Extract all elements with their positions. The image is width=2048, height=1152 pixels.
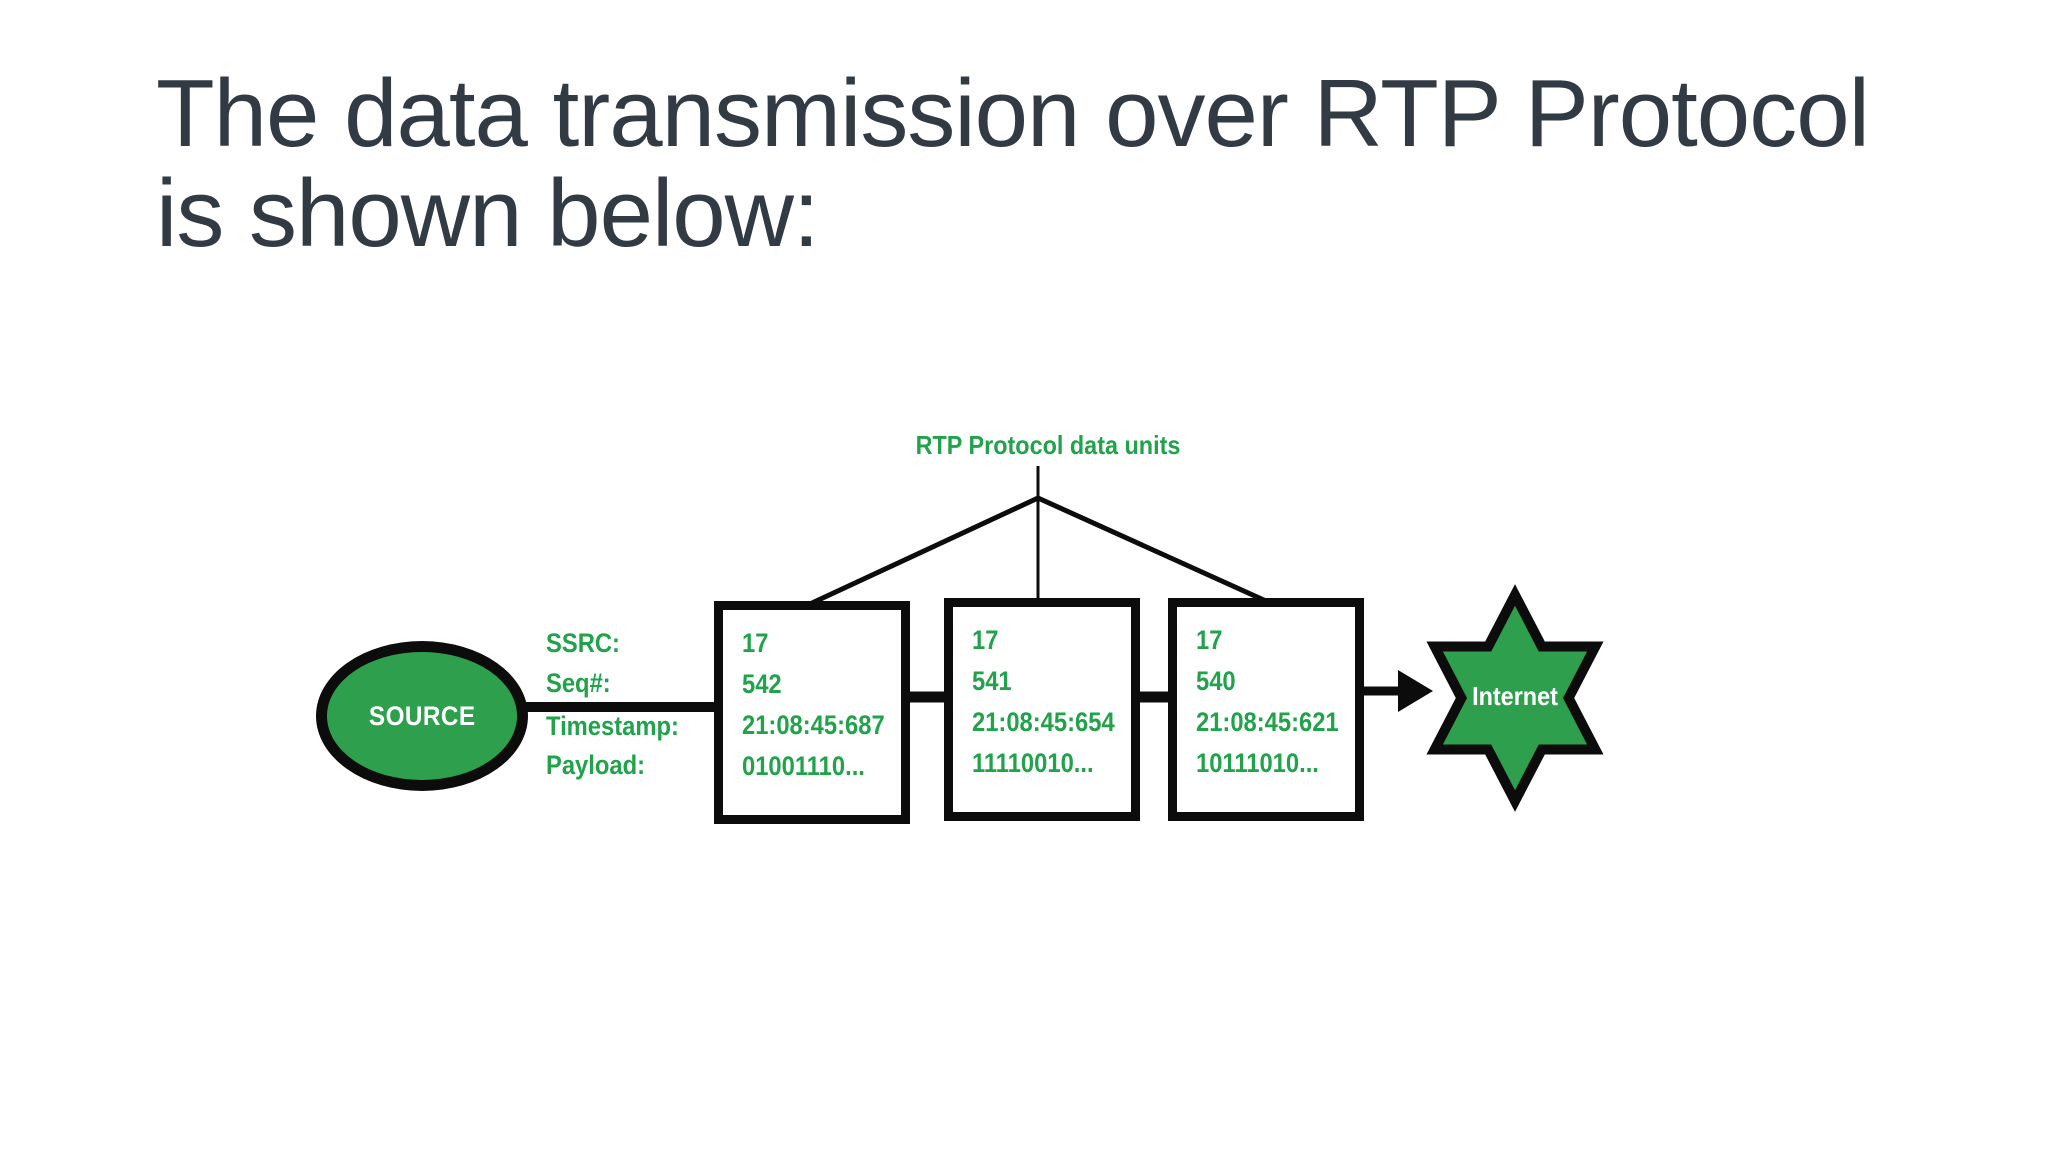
field-label-ssrc: SSRC: [546,628,620,658]
source-label: SOURCE [368,700,476,731]
packet-box-3: 17 540 21:08:45:621 10111010... [1168,598,1364,821]
title-line-1: The data transmission over RTP Protocol [156,60,1870,167]
packet2-seq: 541 [972,666,1012,696]
packet2-ssrc: 17 [972,625,999,655]
packet1-seq: 542 [742,669,782,699]
packet3-payload: 10111010... [1196,748,1319,778]
packet3-timestamp: 21:08:45:621 [1196,707,1339,737]
field-label-payload: Payload: [546,750,646,780]
packet2-payload: 11110010... [972,748,1094,778]
internet-star-icon [1426,584,1604,812]
title-line-2: is shown below: [156,160,820,267]
field-label-timestamp: Timestamp: [546,711,679,741]
field-label-seq: Seq#: [546,668,611,698]
arrow-to-internet-head [1398,670,1433,712]
fan-line-right [1036,495,1268,604]
source-node: SOURCE [316,641,528,791]
packet3-ssrc: 17 [1196,625,1223,655]
packet3-seq: 540 [1196,666,1236,696]
slide-title: The data transmission over RTP Protocol … [156,60,1870,267]
packet2-timestamp: 21:08:45:654 [972,707,1115,737]
packet1-ssrc: 17 [742,628,769,658]
packet-box-1: 17 542 21:08:45:687 01001110... [714,601,910,824]
packet-box-2: 17 541 21:08:45:654 11110010... [944,598,1140,821]
rtp-data-units-caption: RTP Protocol data units [915,430,1181,460]
packet1-payload: 01001110... [742,751,865,781]
packet1-timestamp: 21:08:45:687 [742,710,885,740]
fan-line-left [810,495,1040,606]
internet-label: Internet [1472,681,1558,711]
